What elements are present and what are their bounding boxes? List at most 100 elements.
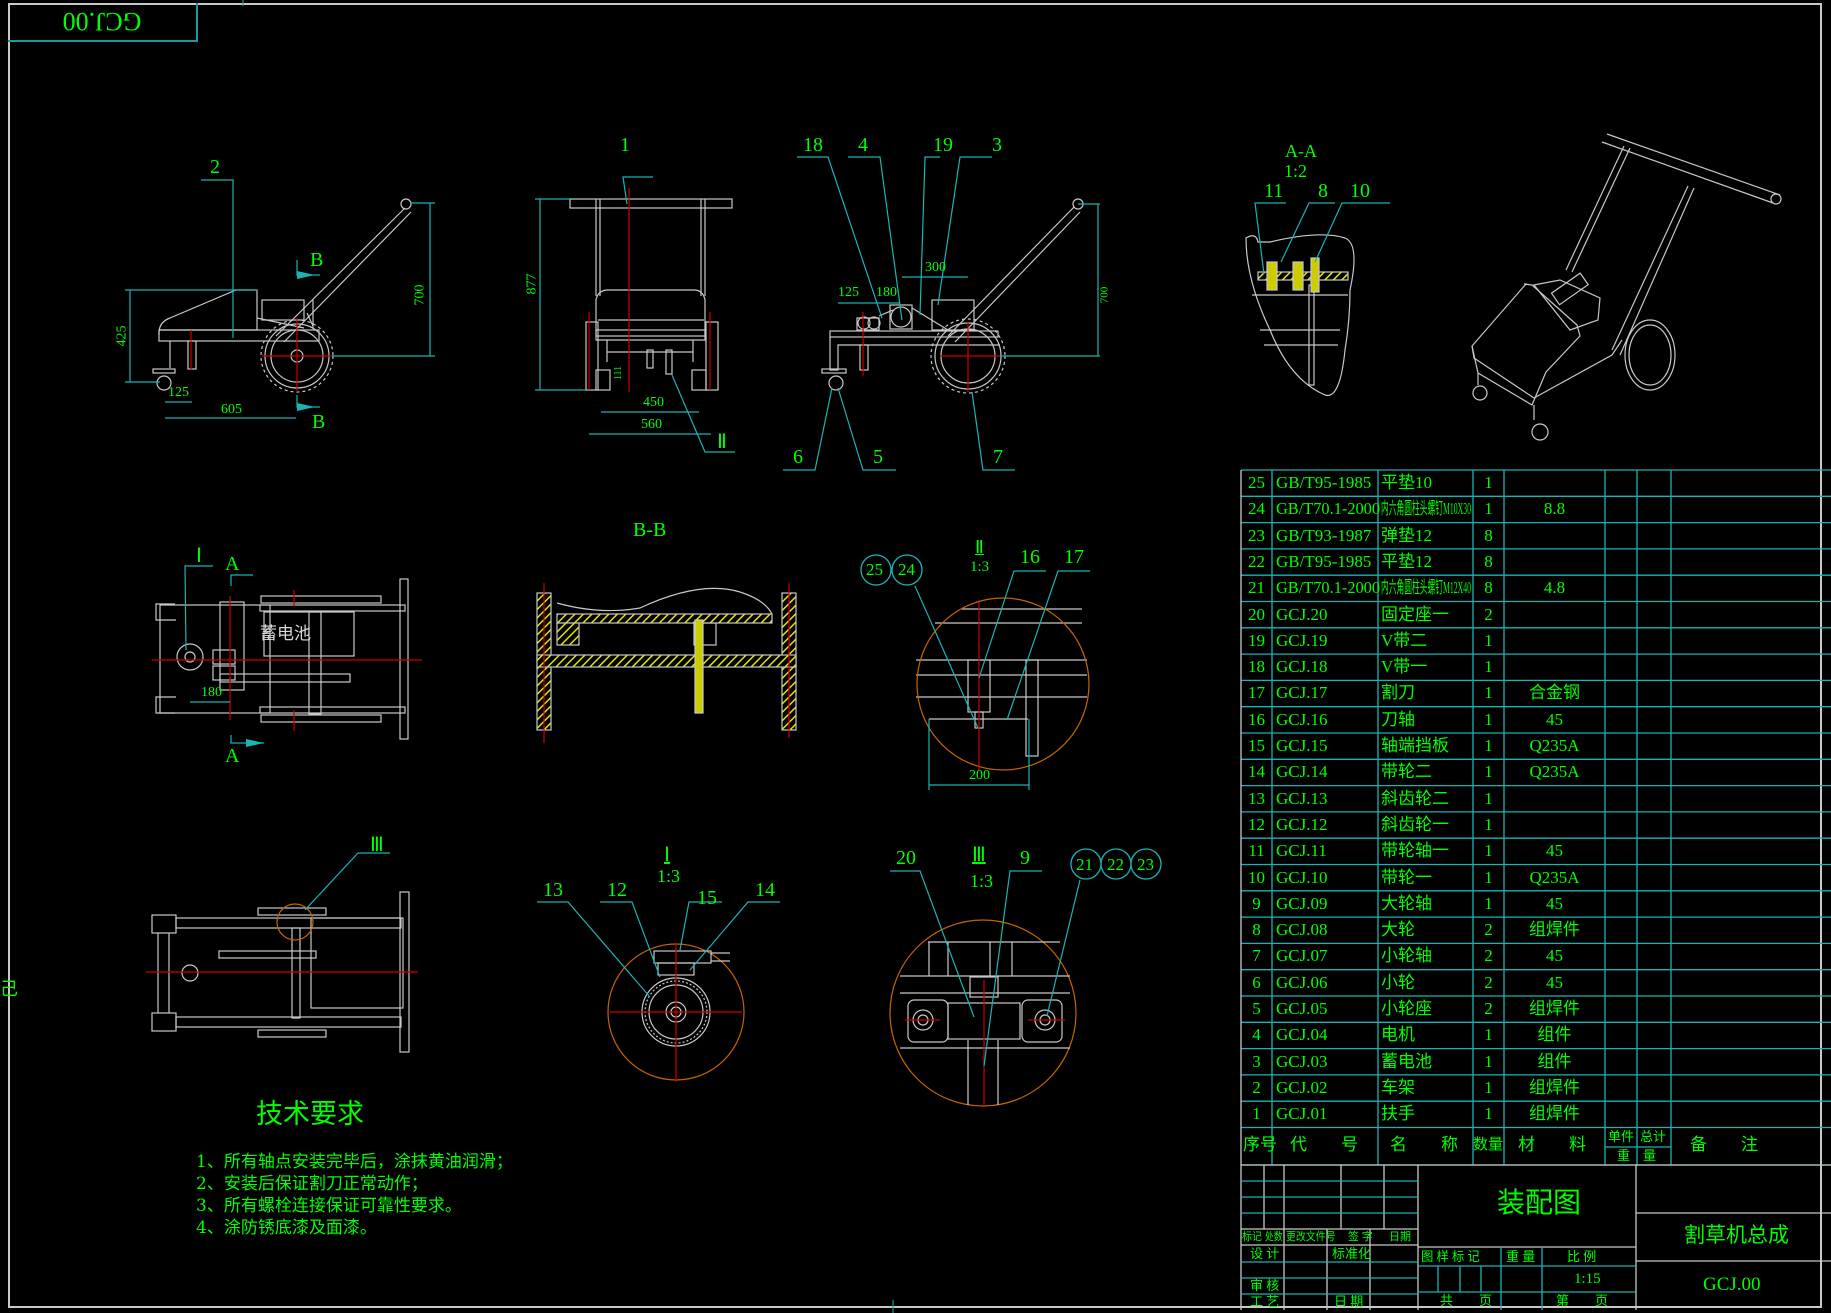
bom-cell-name: 轴端挡板 <box>1381 736 1449 755</box>
pattern-mark-text: 图 样 标 记 <box>1421 1249 1480 1264</box>
bom-cell-name: 斜齿轮一 <box>1381 814 1449 834</box>
bom-cell-qty: 1 <box>1484 736 1493 755</box>
bom-cell-name: 小轮座 <box>1381 999 1432 1018</box>
bom-cell-qty: 1 <box>1484 1051 1493 1071</box>
bom-cell-no: 20 <box>1248 604 1265 624</box>
bom-cell-no: 2 <box>1252 1077 1261 1097</box>
bom-cell-code: GCJ.18 <box>1276 657 1328 677</box>
bom-cell-code: GCJ.10 <box>1276 867 1328 887</box>
section-aa <box>1245 234 1355 396</box>
balloon-22: 22 <box>1107 855 1124 874</box>
balloon-13: 13 <box>543 879 563 901</box>
product-name: 割草机总成 <box>1684 1223 1789 1247</box>
balloon-14: 14 <box>755 879 775 901</box>
bom-cell-name: 小轮轴 <box>1381 946 1432 966</box>
scale-value: 1:15 <box>1574 1271 1601 1287</box>
bom-cell-no: 1 <box>1252 1104 1261 1124</box>
detail-3-title: Ⅲ <box>972 844 986 866</box>
balloon-19: 19 <box>933 134 953 156</box>
balloon-15: 15 <box>697 887 717 909</box>
bom-cell-qty: 2 <box>1484 604 1493 624</box>
bom-cell-qty: 2 <box>1484 920 1493 940</box>
bom-cell-no: 17 <box>1248 683 1265 703</box>
balloon-7: 7 <box>993 446 1003 468</box>
bom-cell-no: 14 <box>1248 762 1265 782</box>
dim-111: 111 <box>613 365 625 381</box>
header-unit: 单件 <box>1608 1129 1635 1144</box>
bom-cell-code: GCJ.20 <box>1276 604 1328 624</box>
bom-cell-material <box>1504 786 1605 812</box>
bom-cell-name: 内六角圆柱头螺钉M10X30 <box>1381 499 1472 519</box>
header-name: 名 称 <box>1390 1135 1458 1154</box>
bom-cell-no: 9 <box>1252 893 1261 913</box>
bom-cell-qty: 1 <box>1484 499 1493 519</box>
balloon-6: 6 <box>793 446 803 468</box>
bom-cell-name: 固定座一 <box>1381 604 1449 624</box>
balloon-11: 11 <box>1264 180 1284 202</box>
bom-cell-code: GCJ.19 <box>1276 630 1328 650</box>
bom-cell-name: 弹垫12 <box>1381 525 1432 545</box>
side-view-left <box>152 198 412 393</box>
bom-cell-material: 45 <box>1546 946 1563 966</box>
rev-mark-text: 标记 <box>1242 1231 1262 1243</box>
bom-cell-code: GB/T70.1-2000 <box>1276 499 1381 519</box>
rev-count-text: 处数 <box>1265 1231 1283 1243</box>
bom-cell-qty: 8 <box>1484 578 1493 598</box>
rev-doc-text: 更改文件号 <box>1286 1231 1336 1243</box>
bom-cell-name: 带轮二 <box>1381 762 1432 782</box>
bom-cell-code: GCJ.13 <box>1276 788 1328 808</box>
process-label: 工 艺 <box>1250 1294 1280 1309</box>
bom-cell-qty: 1 <box>1484 630 1493 650</box>
section-mark-a-bottom: A <box>225 745 240 767</box>
bom-cell-code: GCJ.05 <box>1276 999 1328 1018</box>
pattern-mark-label: 图 样 标 记 <box>1421 1250 1483 1264</box>
weight-label: 重 量 <box>1506 1249 1536 1264</box>
battery-label: 蓄电池 <box>260 624 311 643</box>
balloon-12: 12 <box>607 879 627 901</box>
balloon-24: 24 <box>898 560 915 579</box>
section-aa-scale: 1:2 <box>1284 161 1308 181</box>
isometric-view <box>1471 133 1782 441</box>
bom-cell-no: 5 <box>1252 999 1261 1018</box>
bom-cell-code: GCJ.03 <box>1276 1051 1328 1071</box>
bom-cell-code: GCJ.01 <box>1276 1104 1328 1124</box>
tech-item-2: 2、安装后保证割刀正常动作； <box>196 1174 428 1194</box>
balloon-9: 9 <box>1020 847 1030 869</box>
front-view <box>569 198 733 391</box>
balloon-8: 8 <box>1318 180 1328 202</box>
bom-cell-qty: 1 <box>1484 1025 1493 1045</box>
bom-cell-no: 13 <box>1248 788 1265 808</box>
tech-item-3: 3、所有螺栓连接保证可靠性要求。 <box>196 1196 462 1216</box>
balloon-25: 25 <box>866 560 883 579</box>
tech-item-4: 4、涂防锈底漆及面漆。 <box>196 1218 377 1238</box>
bom-cell-material <box>1504 523 1605 549</box>
header-remark: 备 注 <box>1690 1135 1758 1154</box>
bom-cell-name: 内六角圆柱头螺钉M12X40 <box>1381 578 1472 598</box>
dim-200: 200 <box>969 768 990 783</box>
section-mark-b-bottom: B <box>312 411 326 433</box>
header-no: 序号 <box>1243 1135 1277 1154</box>
bom-cell-no: 24 <box>1248 499 1265 519</box>
design-label: 设 计 <box>1250 1246 1280 1261</box>
bom-cell-material <box>1504 812 1605 838</box>
side-view-right <box>821 198 1084 394</box>
bom-cell-code: GB/T95-1985 <box>1276 551 1372 571</box>
balloon-5: 5 <box>873 446 883 468</box>
bom-cell-no: 12 <box>1248 814 1265 834</box>
